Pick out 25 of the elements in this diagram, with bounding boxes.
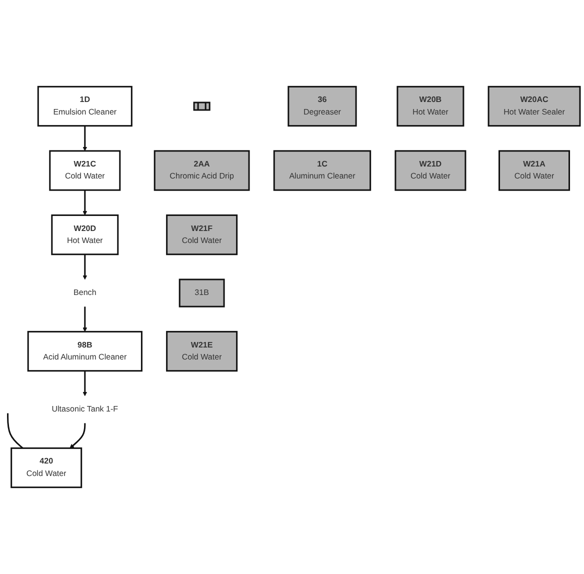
node-box: 420 Cold Water	[10, 447, 82, 488]
node-box: 2AA Chromic Acid Drip	[154, 150, 250, 191]
node-box: 1D Emulsion Cleaner	[37, 86, 132, 127]
node-box: 98B Acid Aluminum Cleaner	[27, 330, 142, 372]
node-box: W21E Cold Water	[166, 330, 238, 372]
node-box: W20B Hot Water	[396, 86, 464, 127]
arrow	[82, 126, 88, 152]
arrow	[82, 370, 88, 396]
node-text: Ultasonic Tank 1-F	[52, 404, 118, 414]
node-box: 36 Degreaser	[288, 86, 357, 127]
arrow	[82, 306, 88, 332]
node-box	[193, 102, 210, 111]
node-box: W20AC Hot Water Sealer	[488, 86, 581, 127]
arrow	[70, 423, 86, 448]
node-box: W21C Cold Water	[49, 150, 121, 191]
node-box: W20D Hot Water	[51, 214, 119, 256]
node-box: W21A Cold Water	[498, 150, 570, 191]
node-text: Bench	[74, 288, 96, 298]
node-box: 31B	[178, 278, 225, 308]
connector	[7, 413, 24, 449]
arrow	[82, 254, 88, 280]
node-box: 1C Aluminum Cleaner	[273, 150, 372, 191]
node-box: W21F Cold Water	[166, 214, 238, 256]
node-box: W21D Cold Water	[394, 150, 466, 191]
arrow	[82, 190, 88, 216]
